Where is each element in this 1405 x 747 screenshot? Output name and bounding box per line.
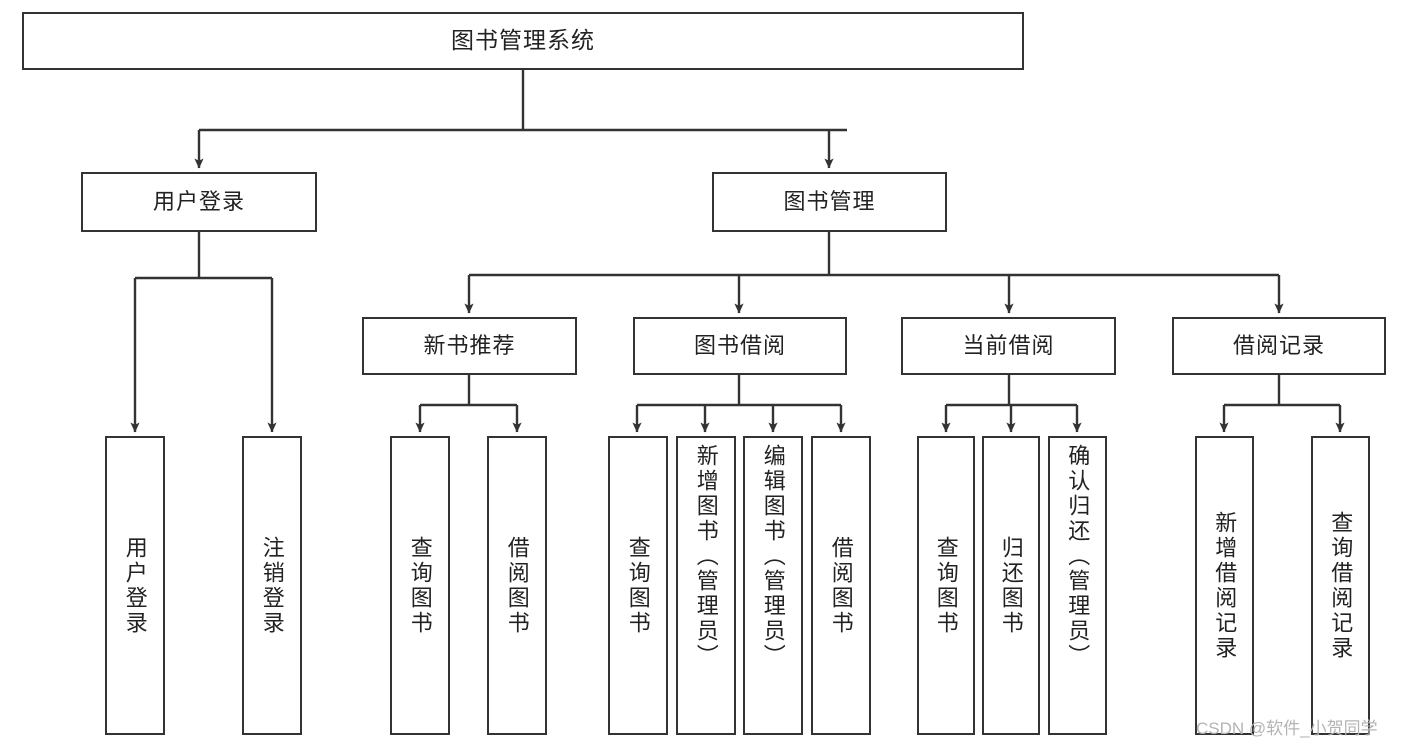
node-leaf-query-book-current[interactable]: 查询图书: [917, 436, 975, 735]
node-label: 查询借阅记录: [1328, 510, 1354, 661]
node-leaf-user-login[interactable]: 用户登录: [105, 436, 165, 735]
node-leaf-confirm-return-admin[interactable]: 确认归还（管理员）: [1048, 436, 1107, 735]
node-leaf-borrow-book[interactable]: 借阅图书: [811, 436, 871, 735]
node-label: 新书推荐: [423, 333, 516, 359]
node-label: 借阅图书: [828, 535, 854, 636]
node-leaf-query-borrow-record[interactable]: 查询借阅记录: [1311, 436, 1370, 735]
node-label: 查询图书: [933, 535, 959, 636]
node-leaf-query-book-borrow[interactable]: 查询图书: [608, 436, 668, 735]
node-label: 用户登录: [122, 535, 148, 636]
node-label: 借阅记录: [1232, 333, 1325, 359]
node-label: 新增图书（管理员）: [693, 444, 719, 669]
node-book-borrow[interactable]: 图书借阅: [633, 317, 847, 375]
node-label: 归还图书: [998, 535, 1024, 636]
node-label: 图书借阅: [693, 333, 786, 359]
node-label: 图书管理系统: [451, 27, 595, 54]
node-label: 查询图书: [407, 535, 433, 636]
node-book-manage[interactable]: 图书管理: [712, 172, 947, 232]
node-label: 借阅图书: [504, 535, 530, 636]
node-root-system[interactable]: 图书管理系统: [22, 12, 1024, 70]
node-leaf-logout[interactable]: 注销登录: [242, 436, 302, 735]
node-label: 图书管理: [783, 189, 876, 215]
node-leaf-query-book-new[interactable]: 查询图书: [390, 436, 450, 735]
node-leaf-return-book[interactable]: 归还图书: [982, 436, 1040, 735]
node-leaf-edit-book-admin[interactable]: 编辑图书（管理员）: [743, 436, 803, 735]
node-borrow-record[interactable]: 借阅记录: [1172, 317, 1386, 375]
node-label: 注销登录: [259, 535, 285, 636]
node-leaf-add-borrow-record[interactable]: 新增借阅记录: [1195, 436, 1254, 735]
node-label: 确认归还（管理员）: [1065, 444, 1091, 669]
node-label: 用户登录: [152, 189, 245, 215]
watermark-text: CSDN @软件_小贺同学: [1196, 719, 1378, 738]
node-label: 编辑图书（管理员）: [760, 444, 786, 669]
node-label: 新增借阅记录: [1212, 510, 1238, 661]
node-user-login[interactable]: 用户登录: [81, 172, 317, 232]
node-leaf-borrow-book-new[interactable]: 借阅图书: [487, 436, 547, 735]
node-new-book-recommend[interactable]: 新书推荐: [362, 317, 577, 375]
node-label: 查询图书: [625, 535, 651, 636]
node-label: 当前借阅: [962, 333, 1055, 359]
node-current-borrow[interactable]: 当前借阅: [901, 317, 1116, 375]
node-leaf-add-book-admin[interactable]: 新增图书（管理员）: [676, 436, 736, 735]
